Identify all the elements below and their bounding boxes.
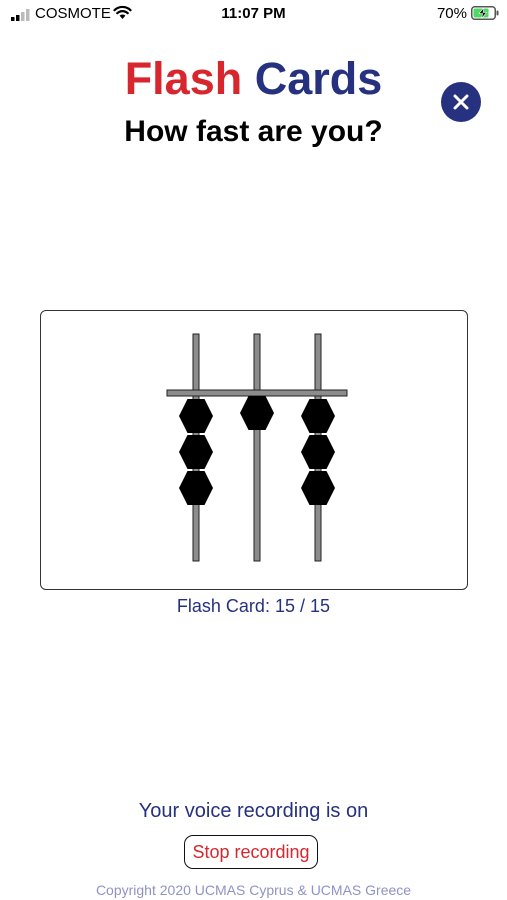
page-subtitle: How fast are you?	[124, 115, 383, 148]
title-flash: Flash	[124, 53, 243, 104]
status-bar: COSMOTE 11:07 PM 70%	[0, 0, 507, 28]
abacus-beam	[166, 389, 348, 397]
counter-total: 15	[310, 596, 331, 616]
counter-separator: /	[300, 596, 306, 616]
status-time: 11:07 PM	[221, 5, 286, 22]
battery-percentage: 70%	[436, 5, 467, 22]
copyright-text: Copyright 2020 UCMAS Cyprus & UCMAS Gree…	[95, 882, 412, 898]
counter-current: 15	[274, 596, 295, 616]
stop-recording-button[interactable]: Stop recording	[184, 835, 318, 869]
counter-label: Flash Card:	[176, 596, 270, 616]
abacus-lower-bead-1-3	[179, 471, 213, 505]
close-icon	[453, 94, 469, 110]
abacus-lower-bead-1-2	[179, 435, 213, 469]
battery-charging-icon	[471, 6, 499, 20]
wifi-icon	[113, 5, 132, 19]
abacus-lower-bead-3-3	[301, 471, 335, 505]
carrier-name: COSMOTE	[35, 5, 111, 22]
close-button[interactable]	[441, 82, 481, 122]
signal-icon	[11, 9, 30, 21]
flash-card	[40, 310, 468, 590]
page-title: Flash Cards	[0, 52, 507, 106]
abacus-rod-2	[253, 333, 261, 562]
flash-card-counter: Flash Card: 15 / 15	[0, 596, 507, 617]
abacus-figure	[166, 333, 348, 562]
recording-status-text: Your voice recording is on	[138, 800, 369, 822]
abacus-upper-bead-2	[240, 396, 274, 430]
abacus-lower-bead-3-2	[301, 435, 335, 469]
abacus-lower-bead-1-1	[179, 399, 213, 433]
abacus-lower-bead-3-1	[301, 399, 335, 433]
title-cards: Cards	[254, 53, 383, 104]
